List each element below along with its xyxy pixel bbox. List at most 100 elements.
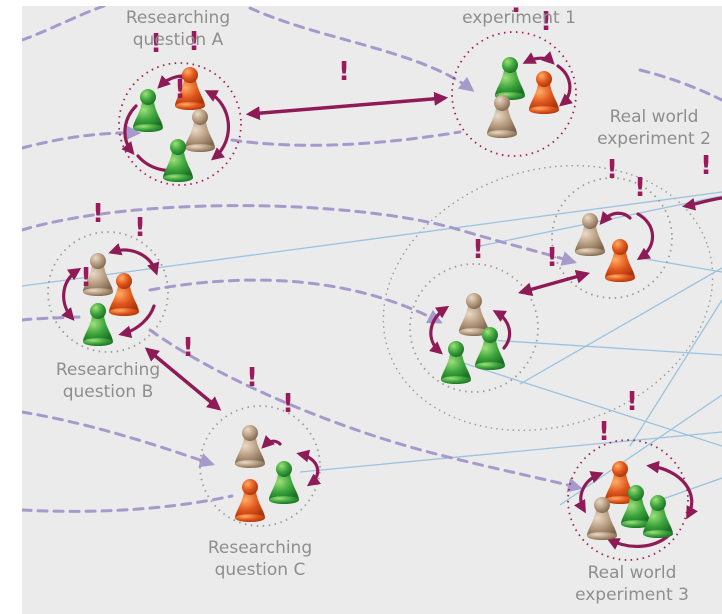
top-edge	[0, 0, 722, 6]
cycle-arrow	[646, 460, 698, 520]
exclamation-mark: !	[700, 151, 712, 181]
cycle-arrow	[121, 104, 138, 155]
pawn-tan	[83, 253, 113, 296]
thin-link	[639, 257, 722, 273]
dashed-link	[230, 130, 462, 147]
thin-link	[629, 299, 722, 447]
pawn-orange	[605, 239, 635, 282]
pawn-orange	[529, 71, 559, 114]
exclamation-mark: !	[606, 155, 618, 185]
cycle-arrow	[606, 534, 670, 550]
pawn-orange	[235, 479, 265, 522]
label-line: experiment 1	[462, 8, 576, 28]
label-line: experiment 3	[575, 585, 689, 605]
pawn-orange	[605, 461, 635, 504]
dashed-link	[248, 6, 475, 92]
exclamation-mark: !	[634, 173, 646, 203]
exclamation-mark: !	[150, 29, 162, 59]
cycle-arrow	[261, 435, 282, 449]
exclamation-mark: !	[92, 199, 104, 229]
exclamation-mark: !	[188, 27, 200, 57]
thin-link	[459, 361, 722, 447]
label-question-c: Researching question C	[202, 537, 318, 581]
pawn-green	[83, 303, 113, 346]
dashed-link	[20, 494, 234, 513]
circle-question-a	[118, 62, 242, 186]
exclamation-mark: !	[626, 387, 638, 417]
cycle-arrows	[61, 51, 722, 550]
exclamation-marks: !!!!!!!!!!!!!!!!!!!	[80, 0, 712, 447]
label-line: experiment 2	[597, 129, 711, 149]
circle-experiment-1	[451, 31, 577, 157]
cycle-arrow	[118, 304, 156, 339]
circle-central	[409, 263, 539, 393]
pawn-green	[475, 327, 505, 370]
cycle-arrow	[204, 90, 230, 161]
pawn-tan	[235, 425, 265, 468]
exclamation-mark: !	[174, 75, 186, 105]
cycle-arrow	[574, 471, 604, 514]
dashed-link	[20, 410, 215, 468]
cycle-arrow	[492, 310, 512, 350]
dashed-link	[638, 68, 722, 102]
circle-question-b	[47, 231, 169, 353]
exclamation-mark: !	[472, 235, 484, 265]
dashed-link	[20, 4, 106, 42]
pawn-tan	[185, 109, 215, 152]
label-experiment-3: Real world experiment 3	[570, 562, 694, 606]
cycle-arrow	[61, 267, 82, 321]
exclamation-mark: !	[338, 57, 350, 87]
label-question-a: Researching question A	[120, 7, 236, 51]
exclamation-mark: !	[134, 213, 146, 243]
arrow-b-to-c	[144, 347, 222, 411]
cycle-arrow	[599, 211, 632, 225]
cycle-arrow	[108, 243, 160, 276]
pawn-orange	[109, 273, 139, 316]
dashed-link	[148, 278, 443, 324]
label-line: Researching	[207, 538, 313, 558]
arrow-a-to-exp1	[245, 91, 449, 121]
exclamation-mark: !	[182, 333, 194, 363]
clusters	[382, 164, 714, 432]
pawn-tan	[575, 213, 605, 256]
pawn-tan	[459, 293, 489, 336]
pawn-green	[441, 341, 471, 384]
arrow-central-to-exp2	[517, 269, 591, 297]
label-experiment-1: experiment 1	[454, 7, 584, 29]
exclamation-mark: !	[282, 389, 294, 419]
left-edge	[0, 0, 22, 614]
pawns	[83, 57, 673, 540]
thin-link	[489, 339, 722, 356]
cycle-arrow	[296, 449, 322, 487]
thin-link	[519, 267, 722, 385]
cycle-arrow	[682, 196, 722, 211]
label-experiment-2: Real world experiment 2	[592, 106, 716, 150]
thin-link	[299, 431, 722, 473]
label-line: Real world	[609, 107, 699, 127]
pawn-tan	[587, 497, 617, 540]
circle-experiment-2	[551, 177, 673, 299]
label-question-b: Researching question B	[50, 359, 166, 403]
label-line: Real world	[587, 563, 677, 583]
cycle-arrow	[522, 51, 555, 65]
label-line: Researching	[55, 360, 161, 380]
exclamation-mark: !	[80, 263, 92, 293]
pawn-green	[643, 495, 673, 538]
pawn-green	[621, 485, 651, 528]
pawn-green	[163, 139, 193, 182]
exclamation-mark: !	[598, 417, 610, 447]
thin-links	[21, 191, 722, 506]
label-line: Researching	[125, 8, 231, 28]
exclamation-mark: !	[246, 363, 258, 393]
exclamation-mark: !	[510, 0, 522, 19]
dashed-link	[20, 204, 577, 266]
exchange-arrows	[144, 91, 591, 411]
pawn-green	[269, 461, 299, 504]
label-line: question B	[62, 382, 154, 402]
pawn-orange	[175, 67, 205, 110]
cycle-arrow	[556, 64, 573, 107]
pawn-green	[133, 89, 163, 132]
cycle-arrow	[429, 305, 450, 355]
